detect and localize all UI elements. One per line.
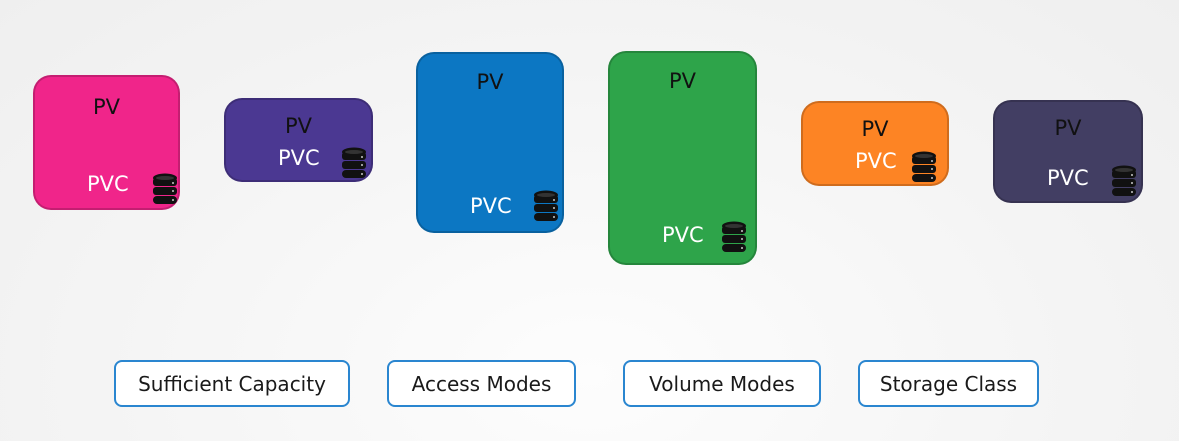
persistent-volume-5: PV PVC (801, 101, 949, 186)
pv-label: PV (668, 69, 697, 93)
database-icon (152, 173, 178, 205)
persistent-volume-4: PV PVC (608, 51, 757, 265)
persistent-volume-6: PV PVC (993, 100, 1143, 203)
pvc-label: PVC (1047, 166, 1089, 190)
persistent-volume-1: PV PVC (33, 75, 180, 210)
database-icon (911, 151, 937, 183)
pv-label: PV (92, 95, 121, 119)
pvc-label: PVC (855, 149, 897, 173)
pvc-label: PVC (470, 194, 512, 218)
criterion-volume-modes: Volume Modes (623, 360, 821, 407)
criterion-sufficient-capacity: Sufficient Capacity (114, 360, 350, 407)
persistent-volume-3: PV PVC (416, 52, 564, 233)
persistent-volume-2: PV PVC (224, 98, 373, 182)
pv-label: PV (1054, 116, 1082, 140)
database-icon (721, 221, 747, 253)
pv-label: PV (476, 70, 504, 94)
pvc-label: PVC (87, 172, 129, 196)
criterion-access-modes: Access Modes (387, 360, 576, 407)
database-icon (1111, 165, 1137, 197)
pv-label: PV (861, 117, 889, 141)
database-icon (341, 147, 367, 179)
pvc-label: PVC (278, 146, 320, 170)
pvc-label: PVC (662, 223, 704, 247)
criterion-storage-class: Storage Class (858, 360, 1039, 407)
database-icon (533, 190, 559, 222)
pv-label: PV (284, 114, 313, 138)
